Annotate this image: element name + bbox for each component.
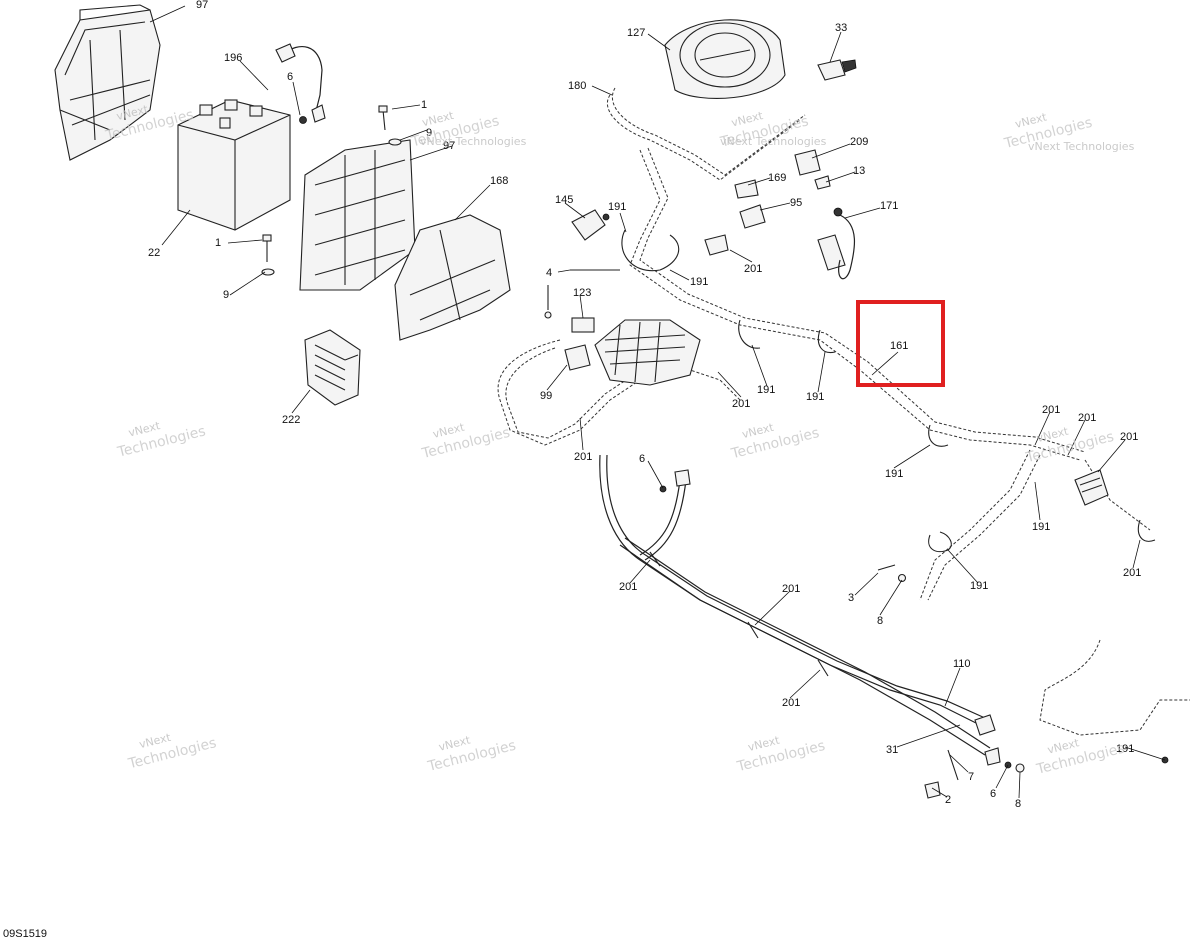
callout-8-b: 8 <box>1015 798 1021 810</box>
callout-127: 127 <box>627 27 645 39</box>
callout-4: 4 <box>546 267 552 279</box>
callout-201-e: 201 <box>1078 412 1096 424</box>
callout-191-f: 191 <box>1032 521 1050 533</box>
callout-9-b: 9 <box>223 289 229 301</box>
watermarks-inline: vNext Technologies vNext Technologies vN… <box>420 135 1135 153</box>
callout-1-b: 1 <box>215 237 221 249</box>
sensor-209 <box>794 149 821 176</box>
callout-123: 123 <box>573 287 591 299</box>
callout-13: 13 <box>853 165 865 177</box>
callout-201-a: 201 <box>744 263 762 275</box>
connector-201-upper <box>704 234 729 256</box>
callout-191-g: 191 <box>970 580 988 592</box>
gauge-cluster <box>664 19 786 99</box>
bolts-left <box>261 105 402 276</box>
watermark-text: vNext Technologies <box>720 135 827 148</box>
callout-6-c: 6 <box>990 788 996 800</box>
callout-9-a: 9 <box>426 127 432 139</box>
callout-201-c: 201 <box>574 451 592 463</box>
watermark-text: vNext Technologies <box>1028 140 1135 153</box>
wiring-harness <box>497 87 1190 736</box>
battery-tray <box>54 4 161 161</box>
battery <box>177 99 291 231</box>
callout-191-e: 191 <box>885 468 903 480</box>
callout-201-f: 201 <box>1120 431 1138 443</box>
callout-22: 22 <box>148 247 160 259</box>
fuse-box <box>594 319 701 386</box>
callout-191-h: 191 <box>1116 743 1134 755</box>
ecu-module <box>299 139 416 291</box>
callout-2: 2 <box>945 794 951 806</box>
callout-191-a: 191 <box>608 201 626 213</box>
connector-123 <box>571 317 595 333</box>
callout-3: 3 <box>848 592 854 604</box>
callout-169: 169 <box>768 172 786 184</box>
callout-110: 110 <box>953 658 971 670</box>
callout-8-a: 8 <box>877 615 883 627</box>
part-13 <box>814 175 831 190</box>
callout-7: 7 <box>968 771 974 783</box>
callout-161: 161 <box>890 340 908 352</box>
callout-201-i: 201 <box>782 583 800 595</box>
battery-cables-long <box>599 454 1001 766</box>
callout-6-b: 6 <box>639 453 645 465</box>
callout-31: 31 <box>886 744 898 756</box>
cable-ties <box>649 551 829 677</box>
callout-201-j: 201 <box>782 697 800 709</box>
callout-201-h: 201 <box>619 581 637 593</box>
connector-rear <box>1074 469 1109 506</box>
callout-97-b: 97 <box>443 140 455 152</box>
callout-labels: 97 196 6 1 9 97 22 1 9 168 222 127 180 3… <box>148 0 1141 810</box>
callout-209: 209 <box>850 136 868 148</box>
callout-6-a: 6 <box>287 71 293 83</box>
callout-222: 222 <box>282 414 300 426</box>
callout-1-a: 1 <box>421 99 427 111</box>
callout-33: 33 <box>835 22 847 34</box>
connector-95 <box>739 204 766 229</box>
connector-145 <box>571 209 610 241</box>
callout-196: 196 <box>224 52 242 64</box>
connector-33 <box>817 59 857 81</box>
callout-95: 95 <box>790 197 802 209</box>
voltage-regulator <box>304 329 361 406</box>
hardware-bolts <box>544 269 1169 799</box>
callout-99: 99 <box>540 390 552 402</box>
lanyard-171 <box>817 207 856 280</box>
watermark-text: vNext Technologies <box>420 135 527 148</box>
connector-169 <box>734 179 759 199</box>
callout-168: 168 <box>490 175 508 187</box>
highlight-box <box>856 300 945 387</box>
callout-171: 171 <box>880 200 898 212</box>
callout-201-g: 201 <box>1123 567 1141 579</box>
diagram-code: 09S1519 <box>3 928 48 940</box>
leader-lines <box>149 5 1166 799</box>
callout-145: 145 <box>555 194 573 206</box>
callout-191-c: 191 <box>757 384 775 396</box>
callout-191-d: 191 <box>806 391 824 403</box>
battery-cable <box>275 43 326 124</box>
callout-97-a: 97 <box>196 0 208 11</box>
callout-201-b: 201 <box>732 398 750 410</box>
sensor-99 <box>564 344 591 371</box>
callout-201-d: 201 <box>1042 404 1060 416</box>
mounting-bracket <box>394 214 511 341</box>
callout-180: 180 <box>568 80 586 92</box>
callout-191-b: 191 <box>690 276 708 288</box>
